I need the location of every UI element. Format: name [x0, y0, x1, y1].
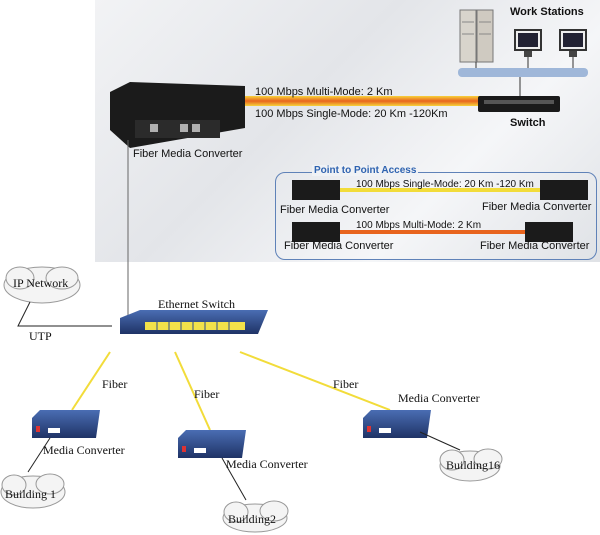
fiber-label-2: Fiber	[194, 387, 220, 401]
building-16-line	[419, 431, 461, 451]
workstation-icon	[559, 29, 587, 57]
workstation-bar	[458, 68, 588, 77]
server-icon	[459, 9, 494, 63]
building-1-cloud-icon	[0, 473, 66, 509]
p2p-title: Point to Point Access	[312, 165, 419, 176]
p2p-sm-link-label: 100 Mbps Single-Mode: 20 Km -120 Km	[356, 179, 534, 190]
switch-label: Switch	[510, 117, 546, 129]
building-1-line	[27, 437, 51, 473]
media-converter-2-label: Media Converter	[226, 457, 308, 471]
fiber-label-1: Fiber	[102, 377, 128, 391]
point-to-point-box	[275, 172, 597, 260]
p2p-converter-tl-icon	[292, 180, 340, 200]
ethernet-switch-label: Ethernet Switch	[158, 297, 235, 311]
workstation-icon	[514, 29, 542, 57]
p2p-converter-bl-label: Fiber Media Converter	[284, 240, 394, 252]
utp-line	[17, 301, 112, 327]
utp-label: UTP	[29, 329, 52, 343]
p2p-converter-tr-label: Fiber Media Converter	[482, 201, 592, 213]
ip-network-label: IP Network	[13, 276, 69, 290]
mm-link-label: 100 Mbps Multi-Mode: 2 Km	[255, 86, 393, 98]
fiber-link-top	[205, 96, 485, 106]
p2p-mm-link-label: 100 Mbps Multi-Mode: 2 Km	[356, 220, 482, 231]
main-converter-label: Fiber Media Converter	[133, 148, 243, 160]
p2p-converter-tl-label: Fiber Media Converter	[280, 204, 390, 216]
fiber-media-converter-icon	[110, 82, 245, 148]
fiber-line-3	[239, 351, 391, 411]
building-2-label: Building2	[228, 512, 277, 526]
ethernet-switch-icon	[120, 310, 268, 334]
media-converter-3-icon	[363, 410, 431, 438]
building-16-cloud-icon	[439, 448, 503, 482]
media-converter-2-icon	[178, 430, 246, 458]
fiber-line-1	[71, 351, 111, 411]
p2p-converter-br-icon	[525, 222, 573, 242]
fiber-line-2	[174, 351, 211, 431]
media-converter-3-label: Media Converter	[398, 391, 480, 405]
p2p-converter-bl-icon	[292, 222, 340, 242]
fiber-label-3: Fiber	[333, 377, 359, 391]
work-stations-label: Work Stations	[510, 6, 584, 18]
p2p-converter-tr-icon	[540, 180, 588, 200]
building-16-label: Building16	[446, 458, 501, 472]
building-2-cloud-icon	[222, 500, 289, 533]
media-converter-1-icon	[32, 410, 100, 438]
sm-link-label: 100 Mbps Single-Mode: 20 Km -120Km	[255, 108, 448, 120]
building-1-label: Building 1	[5, 487, 57, 501]
media-converter-1-label: Media Converter	[43, 443, 125, 457]
building-2-line	[221, 457, 247, 501]
p2p-converter-br-label: Fiber Media Converter	[480, 240, 590, 252]
switch-icon	[478, 96, 560, 112]
ip-network-cloud-icon	[3, 266, 81, 304]
